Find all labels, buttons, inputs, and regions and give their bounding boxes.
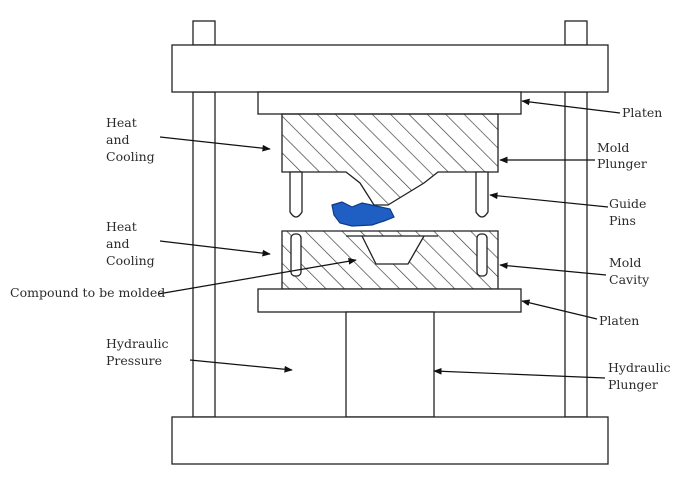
press-base (171, 416, 609, 465)
label-guide-pins: Guide Pins (609, 196, 650, 228)
right-post (564, 91, 588, 418)
guide-pin-hole-left (290, 233, 302, 277)
label-mold-plunger-line2: Plunger (597, 156, 647, 171)
compound-charge (331, 201, 395, 227)
label-heat-cooling-top-line1: Heat (106, 115, 137, 130)
guide-pin-hole-right (476, 233, 488, 277)
label-guide-pins-line1: Guide (609, 196, 646, 211)
left-post-top-cap (192, 20, 216, 46)
label-heat-cooling-bottom-line2: and (106, 236, 130, 251)
lower-platen (257, 288, 522, 313)
mold-cavity (281, 230, 499, 290)
label-heat-cooling-bottom: Heat and Cooling (106, 219, 155, 268)
arrow-platen-top (521, 98, 621, 114)
mold-plunger (281, 113, 499, 206)
label-hydraulic-plunger-line2: Plunger (608, 377, 658, 392)
label-hydraulic-pressure-line1: Hydraulic (106, 336, 168, 351)
label-mold-plunger-line1: Mold (597, 140, 629, 155)
arrow-platen-bottom (521, 299, 598, 320)
label-platen-top: Platen (622, 105, 662, 120)
arrow-compound (157, 257, 357, 295)
label-compound: Compound to be molded (10, 285, 165, 300)
arrow-guide-pins (489, 192, 609, 208)
hydraulic-plunger (345, 311, 435, 418)
label-mold-cavity-line1: Mold (609, 255, 641, 270)
label-hydraulic-pressure: Hydraulic Pressure (106, 336, 172, 368)
arrow-heat-cooling-bottom (159, 240, 271, 257)
label-guide-pins-line2: Pins (609, 213, 636, 228)
label-heat-cooling-top-line2: and (106, 132, 130, 147)
upper-platen (257, 91, 522, 115)
guide-pin-right (475, 171, 489, 218)
label-heat-cooling-top-line3: Cooling (106, 149, 155, 164)
label-mold-cavity-line2: Cavity (609, 272, 650, 287)
label-heat-cooling-top: Heat and Cooling (106, 115, 155, 164)
label-hydraulic-plunger-line1: Hydraulic (608, 360, 670, 375)
label-heat-cooling-bottom-line1: Heat (106, 219, 137, 234)
arrow-heat-cooling-top (159, 136, 271, 152)
label-mold-cavity: Mold Cavity (609, 255, 650, 287)
label-platen-bottom: Platen (599, 313, 639, 328)
top-crossbar (171, 44, 609, 93)
label-mold-plunger: Mold Plunger (597, 140, 647, 171)
arrow-mold-cavity (499, 262, 607, 276)
arrow-hydraulic-plunger (433, 367, 606, 379)
label-hydraulic-pressure-line2: Pressure (106, 353, 162, 368)
guide-pin-left (289, 171, 303, 218)
label-heat-cooling-bottom-line3: Cooling (106, 253, 155, 268)
arrow-hydraulic-pressure (189, 359, 293, 373)
right-post-top-cap (564, 20, 588, 46)
label-hydraulic-plunger: Hydraulic Plunger (608, 360, 674, 392)
